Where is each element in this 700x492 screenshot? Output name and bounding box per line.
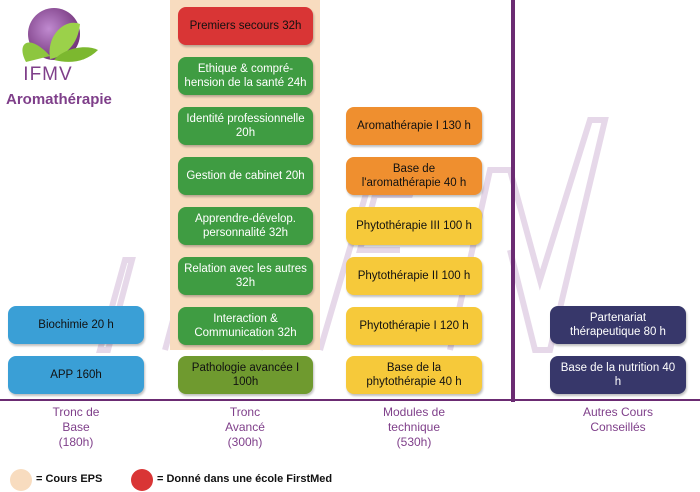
baseline [0,399,700,401]
course-box-aromatherapie-1: Aromathérapie I 130 h [346,107,482,145]
legend-swatch-firstmed [131,469,153,491]
column-label-modules: Modules de technique (530h) [382,405,446,449]
legend-text-firstmed: = Donné dans une école FirstMed [157,473,333,485]
course-box-premiers-secours: Premiers secours 32h [178,7,313,45]
course-box-app: APP 160h [8,356,144,394]
column-label-tronc-base: Tronc de Base (180h) [52,405,100,449]
course-box-nutrition: Base de la nutrition 40 h [550,356,686,394]
course-box-identite: Identité professionnelle 20h [178,107,313,145]
course-box-relation: Relation avec les autres 32h [178,257,313,295]
logo-text: IFMV [23,64,73,85]
course-box-apprendre: Apprendre-dévelop. personnalité 32h [178,207,313,245]
legend-swatch-eps [10,469,32,491]
column-label-autres: Autres Cours Conseillés [582,405,654,434]
course-box-phytotherapie-1: Phytothérapie I 120 h [346,307,482,345]
course-box-ethique: Ethique & compré-hension de la santé 24h [178,57,313,95]
course-box-interaction: Interaction & Communication 32h [178,307,313,345]
course-box-biochimie: Biochimie 20 h [8,306,144,344]
course-box-phytotherapie-2: Phytothérapie II 100 h [346,257,482,295]
course-box-gestion: Gestion de cabinet 20h [178,157,313,195]
leaf-logo-icon [22,8,98,62]
vertical-divider [511,0,515,402]
legend-text-eps: = Cours EPS [36,473,103,485]
logo-subtitle: Aromathérapie [6,91,112,108]
course-box-base-aromatherapie: Base de l'aromathérapie 40 h [346,157,482,195]
ifmv-logo [6,4,106,116]
course-box-partenariat: Partenariat thérapeutique 80 h [550,306,686,344]
course-box-pathologie: Pathologie avancée I 100h [178,356,313,394]
course-box-phytotherapie-3: Phytothérapie III 100 h [346,207,482,245]
column-label-tronc-avance: Tronc Avancé (300h) [225,405,265,449]
course-box-base-phytotherapie: Base de la phytothérapie 40 h [346,356,482,394]
